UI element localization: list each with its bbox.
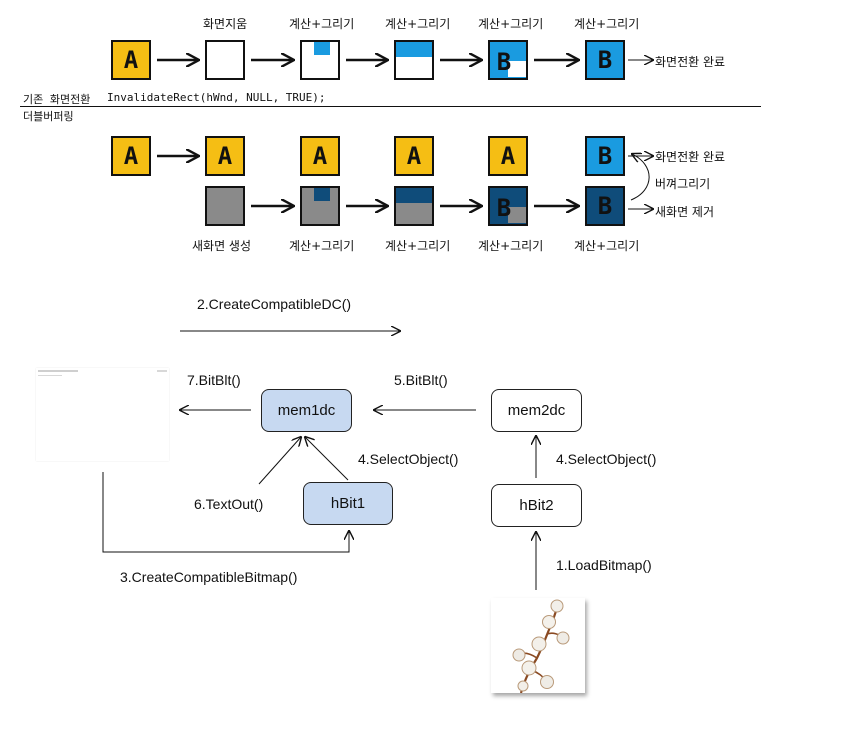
section-divider [20, 106, 761, 107]
cotton-branch-picture [512, 599, 570, 694]
screen-box-drawing-2: B [394, 40, 434, 80]
box-letter: B [597, 142, 613, 170]
back-buffer-drawing-1: B [300, 186, 340, 226]
box-letter: A [500, 142, 516, 170]
calc-label-1: 계산+그리기 [289, 239, 355, 253]
calc-label-4: 계산+그리기 [574, 239, 640, 253]
step-label-clear: 화면지움 [203, 17, 248, 31]
front-buffer-a-0: A [111, 136, 151, 176]
screen-box-a: A [111, 40, 151, 80]
swap-label: 버껴그리기 [655, 177, 711, 191]
create-compatible-bitmap-label: 3.CreateCompatibleBitmap() [120, 569, 298, 585]
screen-box-cleared [205, 40, 245, 80]
box-letter: A [123, 46, 139, 74]
window-screen-thumbnail [36, 368, 169, 461]
box-letter: A [406, 142, 422, 170]
box-letter: B [496, 48, 512, 76]
legacy-code: InvalidateRect(hWnd, NULL, TRUE); [107, 91, 326, 104]
mem1dc-node: mem1dc [261, 389, 352, 432]
double-buffering-label: 더블버퍼링 [23, 110, 74, 123]
textout-label: 6.TextOut() [194, 496, 264, 512]
create-compatible-dc-label: 2.CreateCompatibleDC() [197, 296, 352, 312]
window-title-text [38, 370, 78, 372]
mem2dc-node: mem2dc [491, 389, 582, 432]
box-letter: B [496, 194, 512, 222]
screen-box-drawing-1: B [300, 40, 340, 80]
step-label-calc-4: 계산+그리기 [574, 17, 640, 31]
legacy-transition-label: 기존 화면전환 [23, 93, 91, 106]
window-controls [157, 370, 167, 372]
create-new-screen-label: 새화면 생성 [192, 239, 252, 253]
back-buffer-new [205, 186, 245, 226]
box-letter: A [123, 142, 139, 170]
screen-box-drawing-3: B [488, 40, 528, 80]
window-content-text [38, 375, 62, 376]
bitblt-5-label: 5.BitBlt() [394, 372, 448, 388]
hbit2-node: hBit2 [491, 484, 582, 527]
calc-label-3: 계산+그리기 [478, 239, 544, 253]
bitblt-7-label: 7.BitBlt() [187, 372, 241, 388]
loadbitmap-label: 1.LoadBitmap() [556, 557, 652, 573]
box-letter: B [597, 192, 613, 220]
front-buffer-a-3: A [394, 136, 434, 176]
back-buffer-drawing-2: B [394, 186, 434, 226]
select-object-hbit2-label: 4.SelectObject() [556, 451, 657, 467]
front-buffer-b: B [585, 136, 625, 176]
calc-label-2: 계산+그리기 [385, 239, 451, 253]
back-buffer-drawing-3: B [488, 186, 528, 226]
remove-new-screen-label: 새화면 제거 [655, 205, 715, 219]
step-label-calc-3: 계산+그리기 [478, 17, 544, 31]
cotton-bitmap-image [491, 598, 585, 694]
screen-box-b-complete: B [585, 40, 625, 80]
step-label-calc-2: 계산+그리기 [385, 17, 451, 31]
front-buffer-a-1: A [205, 136, 245, 176]
back-buffer-b-complete: B [585, 186, 625, 226]
screen-transition-done-label: 화면전환 완료 [655, 55, 726, 69]
box-letter: A [217, 142, 233, 170]
box-letter: A [312, 142, 328, 170]
hbit1-node: hBit1 [303, 482, 393, 525]
select-object-hbit1-label: 4.SelectObject() [358, 451, 459, 467]
double-buffer-done-label: 화면전환 완료 [655, 150, 726, 164]
step-label-calc-1: 계산+그리기 [289, 17, 355, 31]
box-letter: B [597, 46, 613, 74]
front-buffer-a-4: A [488, 136, 528, 176]
front-buffer-a-2: A [300, 136, 340, 176]
